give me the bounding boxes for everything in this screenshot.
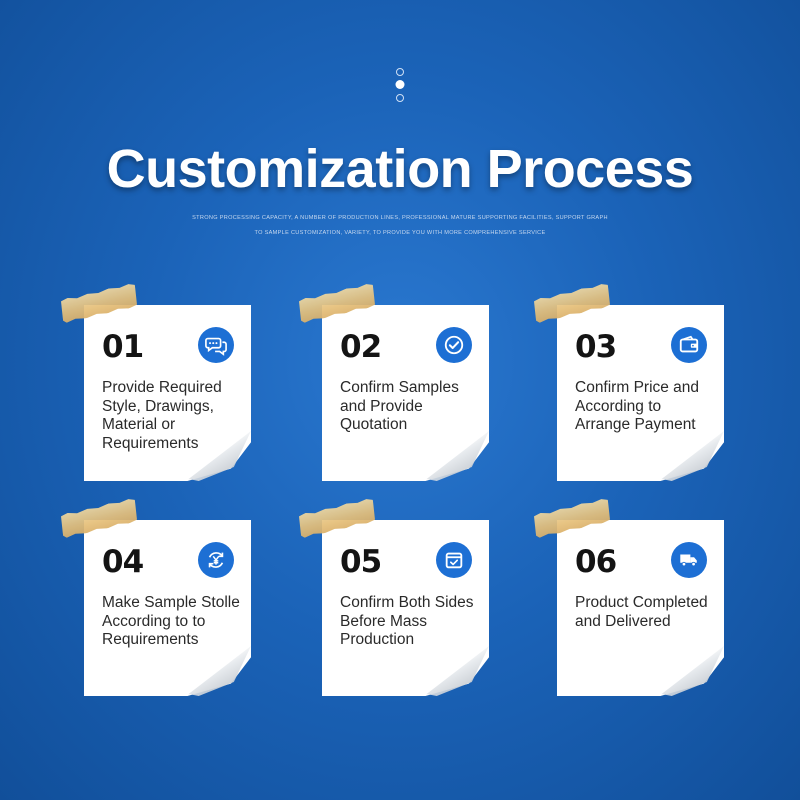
yen-refresh-icon: [198, 542, 234, 578]
step-number: 05: [340, 544, 382, 580]
calendar-check-icon: [436, 542, 472, 578]
step-number: 02: [340, 329, 382, 365]
subtitle-line-1: STRONG PROCESSING CAPACITY, A NUMBER OF …: [192, 215, 608, 221]
step-text: Confirm Both Sides Before Mass Productio…: [340, 594, 474, 648]
dot-small-top: [396, 68, 404, 76]
dot-small-bottom: [396, 94, 404, 102]
step-number: 01: [102, 329, 144, 365]
check-circle-icon: [436, 327, 472, 363]
chat-bubbles-icon: [198, 327, 234, 363]
step-card-03: 03 Confirm Price and According to Arrang…: [557, 305, 724, 481]
step-text: Confirm Samples and Provide Quotation: [340, 379, 459, 433]
subtitle-line-2: TO SAMPLE CUSTOMIZATION, VARIETY, TO PRO…: [254, 230, 546, 236]
decorative-dots: [393, 68, 407, 104]
wallet-icon: [671, 327, 707, 363]
step-number: 03: [575, 329, 617, 365]
step-card-06: 06 Product Completed and Delivered: [557, 520, 724, 696]
dot-large: [395, 80, 405, 89]
step-text: Confirm Price and According to Arrange P…: [575, 379, 700, 433]
step-text: Product Completed and Delivered: [575, 594, 708, 630]
step-number: 06: [575, 544, 617, 580]
step-number: 04: [102, 544, 144, 580]
step-card-05: 05 Confirm Both Sides Before Mass Produc…: [322, 520, 489, 696]
step-text: Provide Required Style, Drawings, Materi…: [102, 379, 222, 452]
step-card-04: 04 Make Sample Stolle According to to Re…: [84, 520, 251, 696]
step-text: Make Sample Stolle According to to Requi…: [102, 594, 240, 648]
step-card-01: 01 Provide Required Style, Drawings, Mat…: [84, 305, 251, 481]
delivery-truck-icon: [671, 542, 707, 578]
step-card-02: 02 Confirm Samples and Provide Quotation: [322, 305, 489, 481]
page-title: Customization Process: [106, 139, 694, 199]
